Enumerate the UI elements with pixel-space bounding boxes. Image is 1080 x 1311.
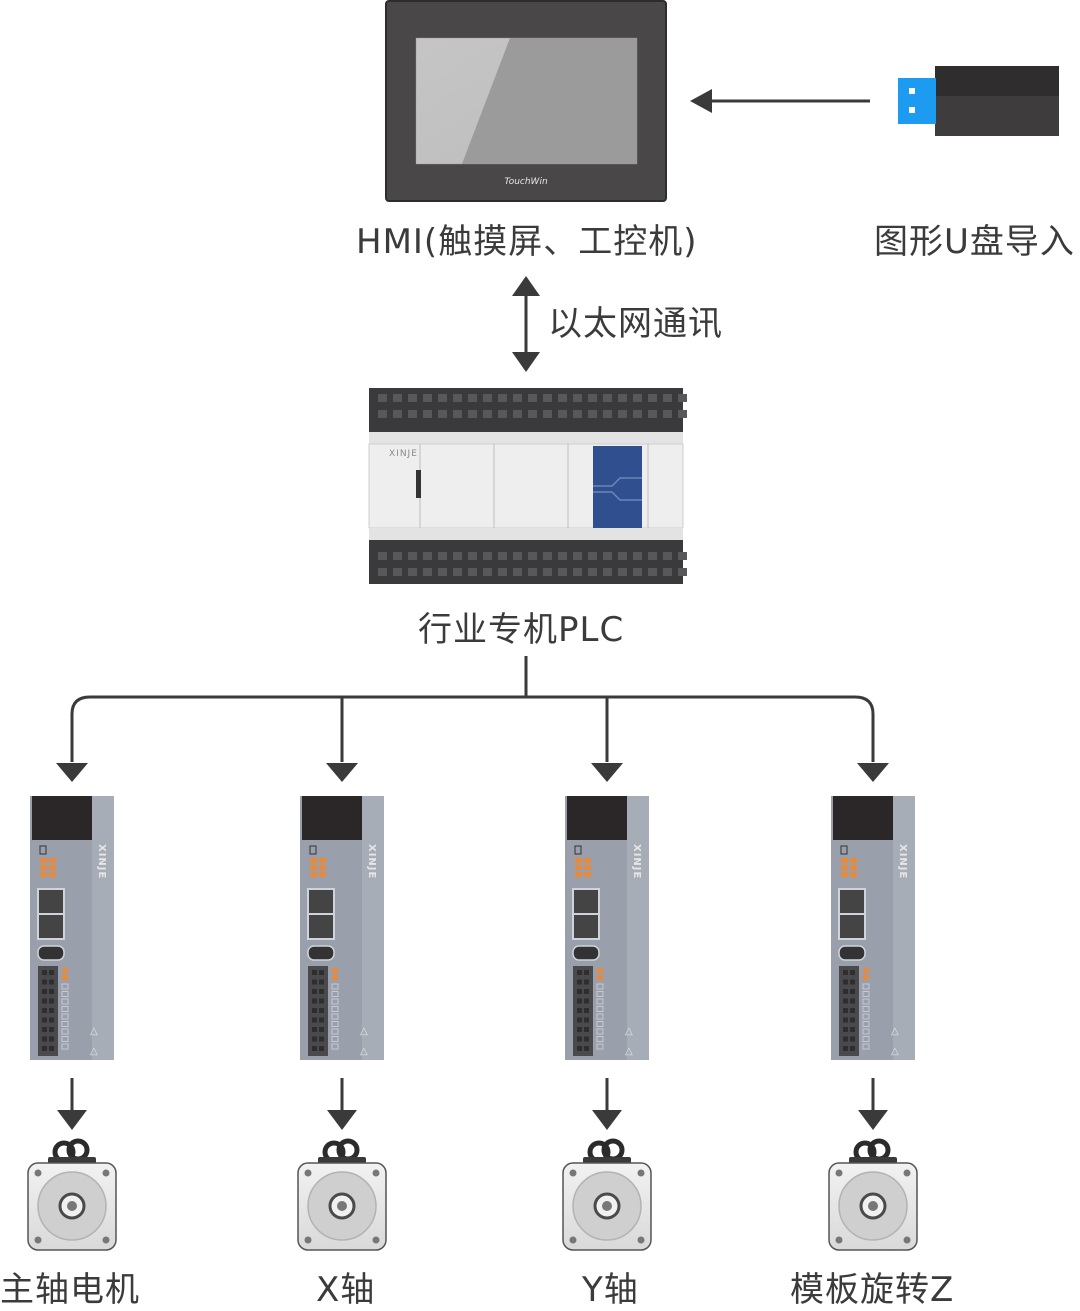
- plc-bus: [70, 656, 875, 762]
- svg-text:△: △: [90, 1046, 98, 1057]
- drive-brand: XINJE: [366, 844, 377, 879]
- servo-motor-1: [27, 1138, 117, 1251]
- usb-to-hmi-arrow: [690, 89, 870, 113]
- motor-label-z: 模板旋转Z: [790, 1270, 955, 1310]
- drive-brand: XINJE: [96, 844, 107, 879]
- svg-text:△: △: [891, 1046, 899, 1057]
- svg-text:△: △: [625, 1046, 633, 1057]
- motor-label-y: Y轴: [582, 1270, 639, 1310]
- servo-drive-4: △ △ XINJE: [831, 763, 915, 1060]
- servo-motor-4: [828, 1138, 918, 1251]
- drive-to-motor-arrow: [858, 1078, 888, 1130]
- usb-label: 图形U盘导入: [874, 222, 1075, 262]
- ethernet-arrow: [512, 276, 540, 372]
- hmi-device: TouchWin: [385, 0, 667, 202]
- drive-to-motor-arrow: [592, 1078, 622, 1130]
- servo-drive-3: △ △ XINJE: [565, 763, 649, 1060]
- plc-label: 行业专机PLC: [418, 610, 625, 650]
- drive-brand: XINJE: [897, 844, 908, 879]
- plc-brand: XINJE: [389, 449, 418, 459]
- drive-to-motor-arrow: [57, 1078, 87, 1130]
- ethernet-label: 以太网通讯: [548, 304, 723, 344]
- servo-motor-2: [297, 1138, 387, 1251]
- hmi-brand: TouchWin: [504, 177, 548, 187]
- svg-text:△: △: [360, 1026, 368, 1037]
- servo-drive-1: △ △ XINJE: [30, 763, 114, 1060]
- drive-brand: XINJE: [631, 844, 642, 879]
- usb-stick: [898, 66, 1059, 136]
- hmi-label: HMI(触摸屏、工控机): [356, 222, 698, 262]
- plc-device: XINJE: [368, 388, 687, 584]
- servo-drive-2: △ △ XINJE: [300, 763, 384, 1060]
- svg-text:△: △: [90, 1026, 98, 1037]
- motor-label-x: X轴: [316, 1270, 376, 1310]
- svg-text:△: △: [625, 1026, 633, 1037]
- servo-motor-3: [562, 1138, 652, 1251]
- svg-text:△: △: [360, 1046, 368, 1057]
- svg-text:△: △: [891, 1026, 899, 1037]
- drive-to-motor-arrow: [327, 1078, 357, 1130]
- motor-label-spindle: 主轴电机: [0, 1270, 140, 1310]
